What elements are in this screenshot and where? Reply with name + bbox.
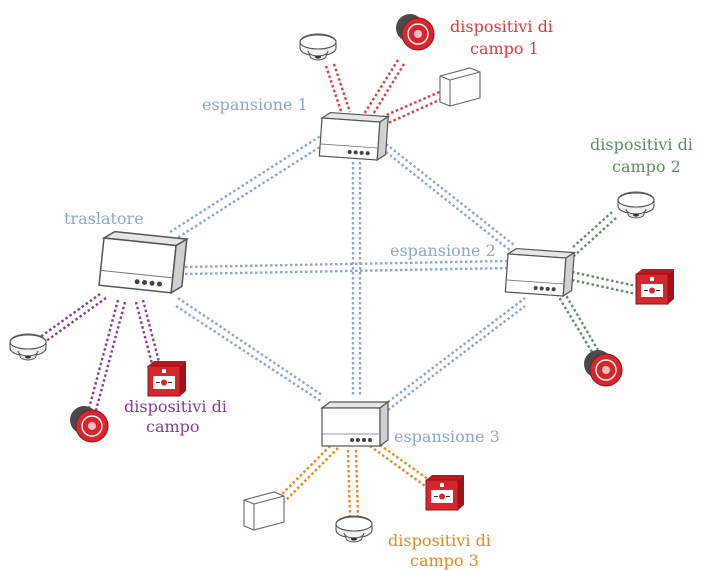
label-campo3-line2: campo 3: [410, 551, 479, 570]
link-traslatore-esp3: [177, 297, 323, 396]
link-esp1-esp2: [385, 143, 515, 246]
field-links-traslatore: [35, 293, 161, 415]
label-campo2-line2: campo 2: [612, 157, 681, 176]
label-campo1-line2: campo 1: [470, 39, 539, 58]
link-esp1-esp2-b: [385, 151, 513, 253]
espansione3-hub: [321, 401, 389, 447]
link-esp3-esp2: [383, 297, 526, 406]
espansione2-hub: [504, 247, 575, 298]
smoke-detector-icon: [9, 333, 47, 361]
field-links-1: [324, 59, 447, 126]
label-campo2-line1: dispositivi di: [590, 135, 693, 154]
label-campo1-line1: dispositivi di: [450, 17, 553, 36]
field-links-3: [277, 441, 433, 519]
backbone-links: [169, 133, 526, 414]
traslatore-hub: [98, 229, 188, 295]
espansione1-hub: [318, 111, 389, 162]
link-traslatore-esp2-b: [184, 266, 509, 276]
link-traslatore-esp1-b: [173, 141, 327, 242]
junction-box-icon: [243, 491, 285, 531]
label-espansione1: espansione 1: [202, 95, 308, 114]
label-traslatore: traslatore: [64, 209, 144, 228]
call-point-icon: [635, 268, 675, 305]
junction-box-icon: [439, 67, 481, 107]
link-esp3-esp2-b: [383, 305, 526, 414]
call-point-icon: [147, 360, 187, 397]
field-links-2: [555, 211, 637, 353]
link-traslatore-esp3-b: [175, 304, 323, 404]
siren-icon: [583, 349, 623, 387]
label-espansione3: espansione 3: [394, 427, 500, 446]
link-traslatore-esp1: [169, 133, 323, 234]
siren-icon: [69, 405, 109, 443]
siren-icon: [395, 13, 435, 51]
label-campo-line2: campo: [146, 417, 200, 436]
call-point-icon: [425, 474, 465, 511]
label-campo3-line1: dispositivi di: [388, 531, 491, 550]
link-traslatore-esp2: [184, 259, 509, 269]
smoke-detector-icon: [299, 33, 337, 61]
label-espansione2: espansione 2: [390, 241, 496, 260]
label-campo-line1: dispositivi di: [124, 397, 227, 416]
smoke-detector-icon: [335, 515, 373, 543]
smoke-detector-icon: [617, 191, 655, 219]
